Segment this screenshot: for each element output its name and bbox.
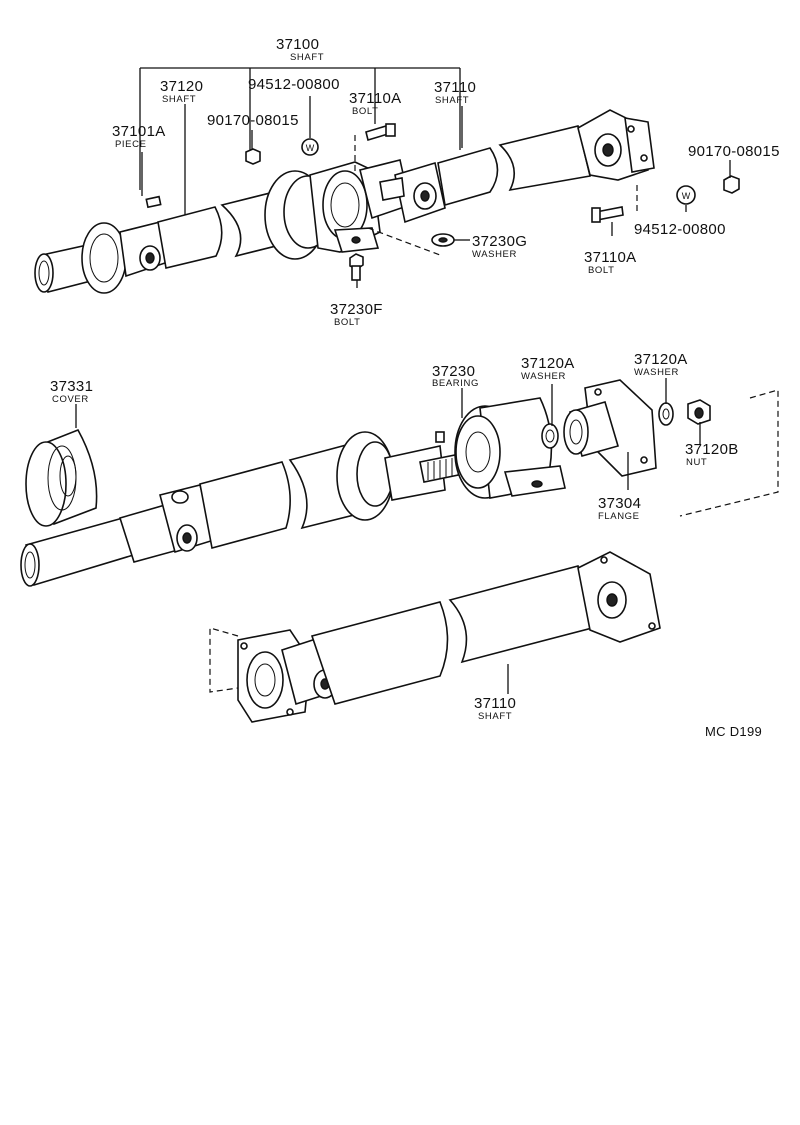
svg-text:90170-08015: 90170-08015 [688, 143, 780, 160]
svg-text:37100: 37100 [276, 36, 319, 53]
svg-text:PIECE: PIECE [115, 139, 147, 150]
svg-text:37304: 37304 [598, 495, 641, 512]
leaders-bottom [209, 627, 509, 694]
center-bearing-support [264, 161, 381, 260]
bolt-37230f-shank [351, 265, 361, 281]
dust-shield [336, 431, 474, 521]
bottom-shaft-assembly [209, 551, 661, 723]
svg-text:90170-08015: 90170-08015 [207, 112, 299, 129]
svg-text:SHAFT: SHAFT [162, 94, 196, 105]
svg-text:37110: 37110 [474, 695, 516, 712]
svg-text:37110A: 37110A [584, 249, 636, 266]
svg-text:37110: 37110 [434, 79, 476, 96]
label-37100: 37100 SHAFT [276, 36, 324, 63]
svg-text:37230: 37230 [432, 363, 475, 380]
svg-text:SHAFT: SHAFT [435, 95, 469, 106]
front-universal-joint [81, 221, 169, 294]
cover-37331 [25, 428, 98, 527]
washer-37120a-inner [541, 423, 559, 449]
washer-nut-37120 [658, 399, 711, 426]
label-37120: 37120 SHAFT [160, 78, 203, 105]
washer-94512-top [301, 138, 319, 156]
svg-text:37331: 37331 [50, 378, 93, 395]
flange-37304 [563, 379, 657, 477]
svg-text:37120A: 37120A [634, 351, 688, 368]
label-94512-top: 94512-00800 [248, 76, 340, 93]
washer-37120a-outer [658, 402, 674, 426]
svg-text:94512-00800: 94512-00800 [248, 76, 340, 93]
callout-labels: 37100 SHAFT 37120 SHAFT 94512-00800 3711… [50, 36, 780, 739]
label-37230f: 37230F BOLT [330, 301, 383, 328]
svg-text:37230F: 37230F [330, 301, 383, 318]
svg-text:FLANGE: FLANGE [598, 511, 640, 522]
middle-universal-joint [359, 159, 446, 224]
svg-text:BOLT: BOLT [352, 106, 379, 117]
label-37304: 37304 FLANGE [598, 495, 641, 522]
svg-text:SHAFT: SHAFT [478, 711, 512, 722]
bolt-37110a-top [365, 124, 389, 142]
svg-text:NUT: NUT [686, 457, 707, 468]
label-37110-bottom: 37110 SHAFT [474, 695, 516, 722]
label-37331: 37331 COVER [50, 378, 93, 405]
label-37230g: 37230G WASHER [472, 233, 527, 260]
svg-text:SHAFT: SHAFT [290, 52, 324, 63]
svg-text:BOLT: BOLT [334, 317, 361, 328]
bolt-head [385, 123, 396, 137]
leaders-middle [75, 378, 779, 517]
svg-text:BOLT: BOLT [588, 265, 615, 276]
svg-text:37120A: 37120A [521, 355, 575, 372]
label-37110a-right: 37110A BOLT [584, 249, 636, 276]
piece-37101a [145, 195, 162, 209]
hardware-top: W W [145, 123, 740, 281]
diagram-code: MC D199 [705, 724, 762, 739]
label-37101a: 37101A PIECE [112, 123, 166, 150]
label-37230: 37230 BEARING [432, 363, 479, 389]
label-37120b: 37120B NUT [685, 441, 739, 468]
svg-text:37230G: 37230G [472, 233, 527, 250]
bottom-rear-yoke [577, 551, 661, 643]
middle-front-ujoint [118, 484, 215, 563]
svg-text:37120B: 37120B [685, 441, 739, 458]
svg-text:37101A: 37101A [112, 123, 166, 140]
label-94512-right: 94512-00800 [634, 221, 726, 238]
washer-mark: W [306, 143, 315, 153]
svg-text:WASHER: WASHER [472, 249, 517, 260]
rear-tube-37110 [437, 125, 591, 207]
svg-text:WASHER: WASHER [521, 371, 566, 382]
center-bearing-37230 [435, 397, 566, 499]
svg-text:37120: 37120 [160, 78, 203, 95]
rear-flange-yoke [577, 109, 655, 181]
bottom-tube [310, 565, 593, 705]
svg-text:COVER: COVER [52, 394, 89, 405]
middle-shaft-assembly [20, 378, 779, 587]
label-37110-top: 37110 SHAFT [434, 79, 476, 106]
svg-text:94512-00800: 94512-00800 [634, 221, 726, 238]
washer-94512-right [676, 185, 696, 205]
label-90170-right: 90170-08015 [688, 143, 780, 160]
label-37110a-top: 37110A BOLT [349, 90, 401, 117]
nut-90170-right [723, 175, 740, 194]
svg-text:WASHER: WASHER [634, 367, 679, 378]
label-37120a-outer: 37120A WASHER [634, 351, 688, 378]
label-37120a-inner: 37120A WASHER [521, 355, 575, 382]
svg-text:37110A: 37110A [349, 90, 401, 107]
nut-90170-top [245, 148, 261, 165]
label-90170-top: 90170-08015 [207, 112, 299, 129]
bolt-head-right [591, 207, 601, 223]
leaders-top [139, 67, 731, 288]
top-shaft-assembly: W W [34, 67, 740, 294]
svg-text:BEARING: BEARING [432, 378, 479, 389]
washer-mark-right: W [682, 191, 691, 201]
